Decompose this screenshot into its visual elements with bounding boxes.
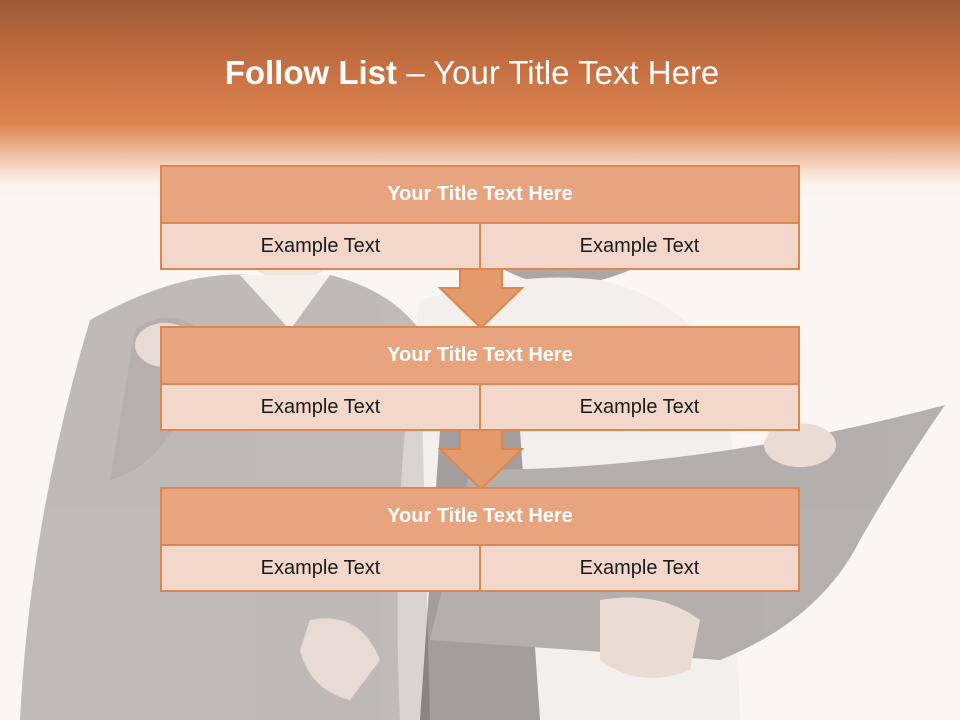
flow-box-2-row: Example Text Example Text	[162, 385, 798, 429]
flow-box-3-row: Example Text Example Text	[162, 546, 798, 590]
flow-box-2-title: Your Title Text Here	[162, 328, 798, 385]
flow-box-3: Your Title Text Here Example Text Exampl…	[160, 487, 800, 592]
flow-box-3-right-text: Example Text	[479, 546, 798, 590]
slide-title-main: Follow List	[224, 54, 398, 91]
down-arrow-icon	[438, 268, 524, 330]
flow-box-2-right-text: Example Text	[479, 385, 798, 429]
flow-box-2-left-text: Example Text	[260, 395, 381, 418]
slide-title-sub: – Your Title Text Here	[397, 54, 720, 91]
flow-box-1-title: Your Title Text Here	[162, 167, 798, 224]
flow-box-3-left-text: Example Text	[260, 556, 381, 579]
flow-box-1-left-text: Example Text	[260, 234, 381, 257]
flow-box-1-right-text: Example Text	[479, 224, 798, 268]
flow-box-1-row: Example Text Example Text	[162, 224, 798, 268]
flow-box-3-title: Your Title Text Here	[162, 489, 798, 546]
flow-box-2: Your Title Text Here Example Text Exampl…	[160, 326, 800, 431]
flow-box-1: Your Title Text Here Example Text Exampl…	[160, 165, 800, 270]
down-arrow-icon	[438, 429, 524, 491]
slide-title: Follow List – Your Title Text Here	[0, 54, 944, 92]
